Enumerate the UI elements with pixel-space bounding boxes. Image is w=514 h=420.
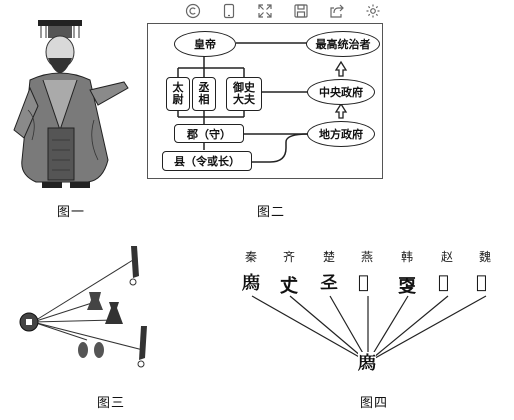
glyph-yan: 𠀆 [358,272,369,293]
taiwei-label: 太尉 [172,81,184,106]
state-zhao: 赵 [441,250,454,264]
chengxiang-label: 丞相 [198,81,210,106]
settings-icon[interactable] [363,1,383,21]
state-yan: 燕 [361,250,374,264]
caption-fig1: 图一 [57,205,86,220]
glyph-wei: 𢑚 [476,272,487,293]
supreme-ruler-node: 最高统治者 [306,31,380,57]
commandery-node: 郡（守） [174,124,244,143]
glyph-qi: 𠀋 [280,276,298,297]
government-structure-diagram: 皇帝 最高统治者 太尉 丞相 御史大夫 中央政府 郡（守） 地方政府 县（令或长… [147,23,383,179]
yushi-dafu-node: 御史大夫 [226,77,262,111]
caption-fig2: 图二 [257,205,286,220]
share-icon[interactable] [327,1,347,21]
unified-glyph: 𢊁 [358,352,376,374]
glyph-qin: 𢊁 [242,273,260,294]
glyph-han: 㪅 [398,276,416,297]
glyph-zhao: 𠀌 [438,272,449,293]
currency-diagram [15,240,165,380]
state-chu: 楚 [323,250,336,264]
caption-fig3: 图三 [97,396,126,411]
emperor-portrait [8,10,133,192]
copyright-icon[interactable] [183,1,203,21]
glyph-chu: 𢀖 [320,272,338,293]
state-wei: 魏 [479,250,492,264]
central-gov-node: 中央政府 [307,79,375,105]
emperor-node: 皇帝 [174,31,236,57]
state-qi: 齐 [283,250,296,264]
caption-fig4: 图四 [360,396,389,411]
save-icon[interactable] [291,1,311,21]
script-unification-diagram: 秦 齐 楚 燕 韩 赵 魏 𢊁 𠀋 𢀖 𠀆 㪅 𠀌 𢑚 𢊁 [228,240,508,385]
county-node: 县（令或长） [162,151,252,171]
chengxiang-node: 丞相 [192,77,216,111]
state-han: 韩 [401,250,414,264]
tablet-icon[interactable] [219,1,239,21]
state-qin: 秦 [245,250,258,264]
taiwei-node: 太尉 [166,77,190,111]
local-gov-node: 地方政府 [307,121,375,147]
fullscreen-icon[interactable] [255,1,275,21]
yushi-dafu-label: 御史大夫 [233,81,255,106]
image-toolbar [183,0,383,22]
